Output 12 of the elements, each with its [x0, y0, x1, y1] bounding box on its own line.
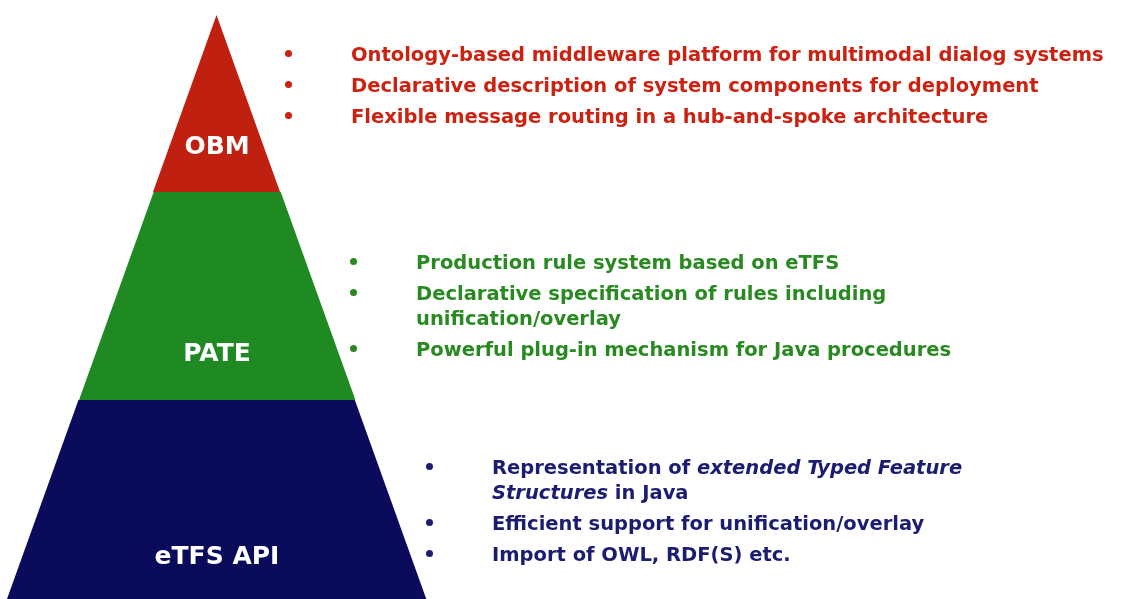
bullet-text: Efficient support for unification/overlay: [492, 511, 926, 536]
bullet-text: Import of OWL, RDF(S) etc.: [492, 542, 792, 567]
bullet-text: Declarative description of system components for deployment: [351, 73, 1040, 98]
bullet-text: Ontology-based middleware platform for multimodal dialog systems: [351, 42, 1105, 67]
bullet-text: Flexible message routing in a hub-and-spoke architecture: [351, 104, 990, 129]
bullet-text: Declarative specification of rules including unification/overlay: [416, 281, 888, 331]
bullet-text: Powerful plug-in mechanism for Java procedures: [416, 337, 953, 362]
tier-label: eTFS API: [154, 541, 280, 570]
tier-label: PATE: [183, 338, 251, 367]
tier-label: OBM: [184, 131, 250, 160]
bullet-text: Production rule system based on eTFS: [416, 250, 841, 275]
bullet-text: Representation of extended Typed Feature Structures in Java: [492, 455, 964, 505]
